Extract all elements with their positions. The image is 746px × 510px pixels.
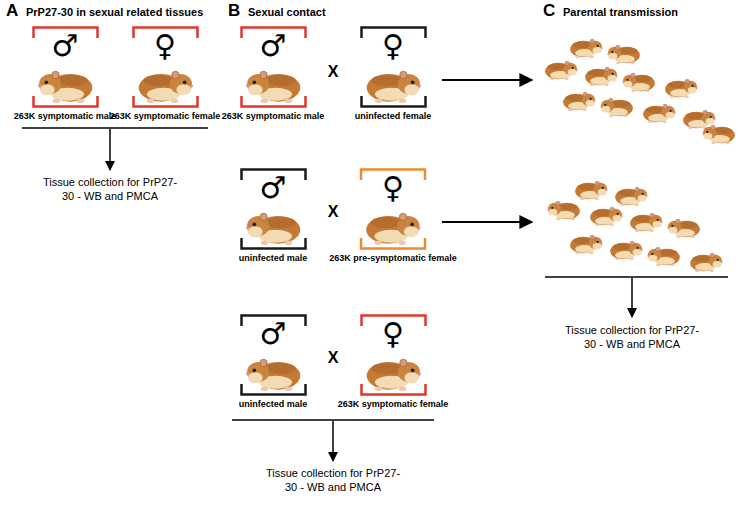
bracket-line [545,276,728,278]
hamster-illustration [665,79,698,98]
hamster-illustration [547,201,580,220]
hamster-illustration [545,61,578,80]
sex-symbol: ♀ [107,30,224,62]
hamster-illustration [585,67,618,86]
bracket-line [22,127,208,129]
hamster-illustration [622,73,655,92]
panel-title: Sexual contact [248,5,326,19]
cross-symbol: X [328,202,339,221]
hamster-illustration [600,98,633,117]
down-arrow [332,421,334,461]
hamster-illustration [570,235,603,254]
hamster-illustration [643,104,676,123]
hamster-illustration [690,253,723,272]
hamster-illustration [563,92,596,111]
hamster-card: ♂ uninfected male [236,168,311,266]
down-arrow [631,278,633,317]
panel-title: PrP27-30 in sexual related tissues [26,5,203,19]
hamster-illustration [366,213,420,245]
hamster-illustration [590,207,623,226]
sex-symbol: ♂ [11,30,120,62]
sex-symbol: ♂ [236,172,311,204]
hamster-illustration [366,359,420,391]
sex-symbol: ♀ [335,318,452,350]
hamster-illustration [610,241,643,260]
sex-symbol: ♂ [236,318,311,350]
hamster-illustration [630,213,663,232]
panel-title: Parental transmission [563,5,678,19]
hamster-illustration [575,181,608,200]
hamster-card: ♀ 263K pre-symptomatic female [326,168,460,266]
hamster-card: ♀ uninfected female [352,26,435,124]
hamster-illustration [702,125,735,144]
step-note: Tissue collection for PrP27-30 - WB and … [40,175,180,203]
hamster-illustration [37,71,91,103]
hamster-illustration [667,219,700,238]
hamster-illustration [683,110,716,129]
hamster-card: ♂ 263K symptomatic male [219,26,328,124]
hamster-label: 263K symptomatic male [219,111,328,122]
hamster-illustration [607,45,640,64]
hamster-card: ♀ 263K symptomatic female [335,314,452,412]
hamster-illustration [245,213,299,245]
sex-symbol: ♀ [352,30,435,62]
hamster-label: uninfected male [236,399,311,410]
offspring-illustration [545,39,735,272]
hamster-illustration [245,71,299,103]
hamster-illustration [615,187,648,206]
hamster-label: 263K pre-symptomatic female [326,253,460,264]
hamster-illustration [647,247,680,266]
hamster-label: uninfected male [236,253,311,264]
hamster-label: uninfected female [352,111,435,122]
step-note: Tissue collection for PrP27-30 - WB and … [263,466,403,494]
bracket-line [232,419,434,421]
hamster-illustration [138,71,192,103]
panel-letter: B [228,1,240,21]
hamster-label: 263K symptomatic female [335,399,452,410]
hamster-card: ♀ 263K symptomatic female [107,26,224,124]
hamster-illustration [245,359,299,391]
hamster-card: ♂ 263K symptomatic male [11,26,120,124]
hamster-illustration [570,39,603,58]
right-arrow [442,221,532,223]
hamster-card: ♂ uninfected male [236,314,311,412]
hamster-label: 263K symptomatic male [11,111,120,122]
step-note: Tissue collection for PrP27-30 - WB and … [562,323,702,351]
sex-symbol: ♂ [219,30,328,62]
sex-symbol: ♀ [326,172,460,204]
hamster-illustration [366,71,420,103]
right-arrow [442,79,532,81]
down-arrow [109,129,111,170]
cross-symbol: X [328,348,339,367]
panel-letter: A [6,1,18,21]
hamster-label: 263K symptomatic female [107,111,224,122]
panel-letter: C [543,1,555,21]
cross-symbol: X [328,62,339,81]
